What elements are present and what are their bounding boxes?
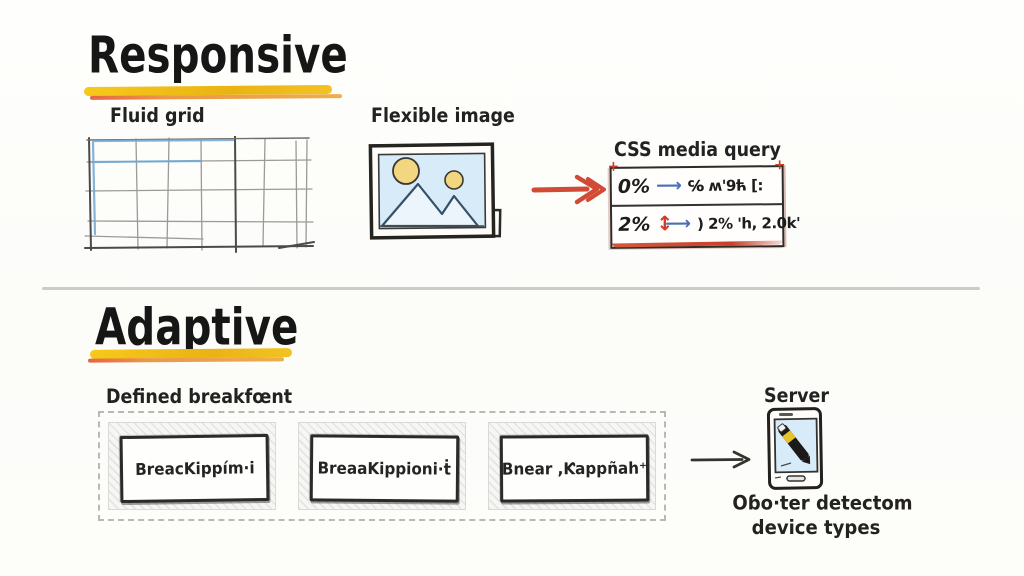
corner-tick-icon: + <box>773 157 786 174</box>
black-arrow-icon <box>690 450 751 469</box>
server-caption-line1: Oɓo·ter detectom <box>732 492 913 515</box>
flexible-image-label: Flexible image <box>371 104 515 128</box>
responsive-highlight-orange <box>89 94 343 100</box>
media-query-row-2: 2% ↕ ⟶ ) 2% 'h, 2.0k' <box>611 203 800 243</box>
server-caption-line2: device types <box>751 516 881 539</box>
media-query-row1-expression: ℅ ʍ'9ћ [: <box>687 176 764 196</box>
media-query-row1-value: 0% <box>617 175 651 198</box>
breakpoint-box: BreacKippím·i <box>108 422 276 510</box>
adaptive-title: Adaptive <box>95 298 299 358</box>
breakpoint-box: Bnear ,Ƙappñah⁺ <box>488 422 656 510</box>
media-query-row2-value: 2% <box>618 213 651 236</box>
server-caption: Oɓo·ter detectom device types <box>732 492 913 540</box>
section-divider <box>42 287 980 290</box>
breakpoint-text: BreaaKippioni·ṫ <box>317 458 452 479</box>
adaptive-highlight-orange <box>87 357 285 363</box>
fluid-grid-icon <box>84 136 315 253</box>
breakpoints-container: BreacKippím·i BreaaKippioni·ṫ Bnear ,Ƙap… <box>98 411 666 521</box>
breakpoint-box-inner: Bnear ,Ƙappñah⁺ <box>499 434 650 503</box>
media-query-label: CSS media query <box>614 138 781 162</box>
breakpoint-box-inner: BreaaKippioni·ṫ <box>309 434 460 503</box>
flexible-image-icon <box>368 142 502 240</box>
server-label: Server <box>764 384 829 408</box>
media-query-box: + + 0% ⟶ ℅ ʍ'9ћ [: 2% ↕ ⟶ ) 2% 'h, 2.0k' <box>607 157 800 249</box>
arrow-right-icon: ⟶ <box>655 175 682 197</box>
breakpoint-text: BreacKippím·i <box>134 457 255 480</box>
media-query-row-1: 0% ⟶ ℅ ʍ'9ћ [: <box>612 167 782 205</box>
responsive-title: Responsive <box>88 26 348 86</box>
breakpoint-text: Bnear ,Ƙappñah⁺ <box>501 458 648 479</box>
server-phone-icon <box>766 407 824 490</box>
breakpoint-box: BreaaKippioni·ṫ <box>298 422 466 510</box>
media-query-row2-expression: ) 2% 'h, 2.0k' <box>696 213 801 234</box>
breakpoint-box-inner: BreacKippím·i <box>119 433 270 504</box>
fluid-grid-label: Fluid grid <box>110 104 205 128</box>
breakpoints-label: Defined breakfœnt <box>106 385 293 409</box>
corner-tick-icon: + <box>607 158 620 175</box>
red-arrow-icon <box>531 174 606 205</box>
